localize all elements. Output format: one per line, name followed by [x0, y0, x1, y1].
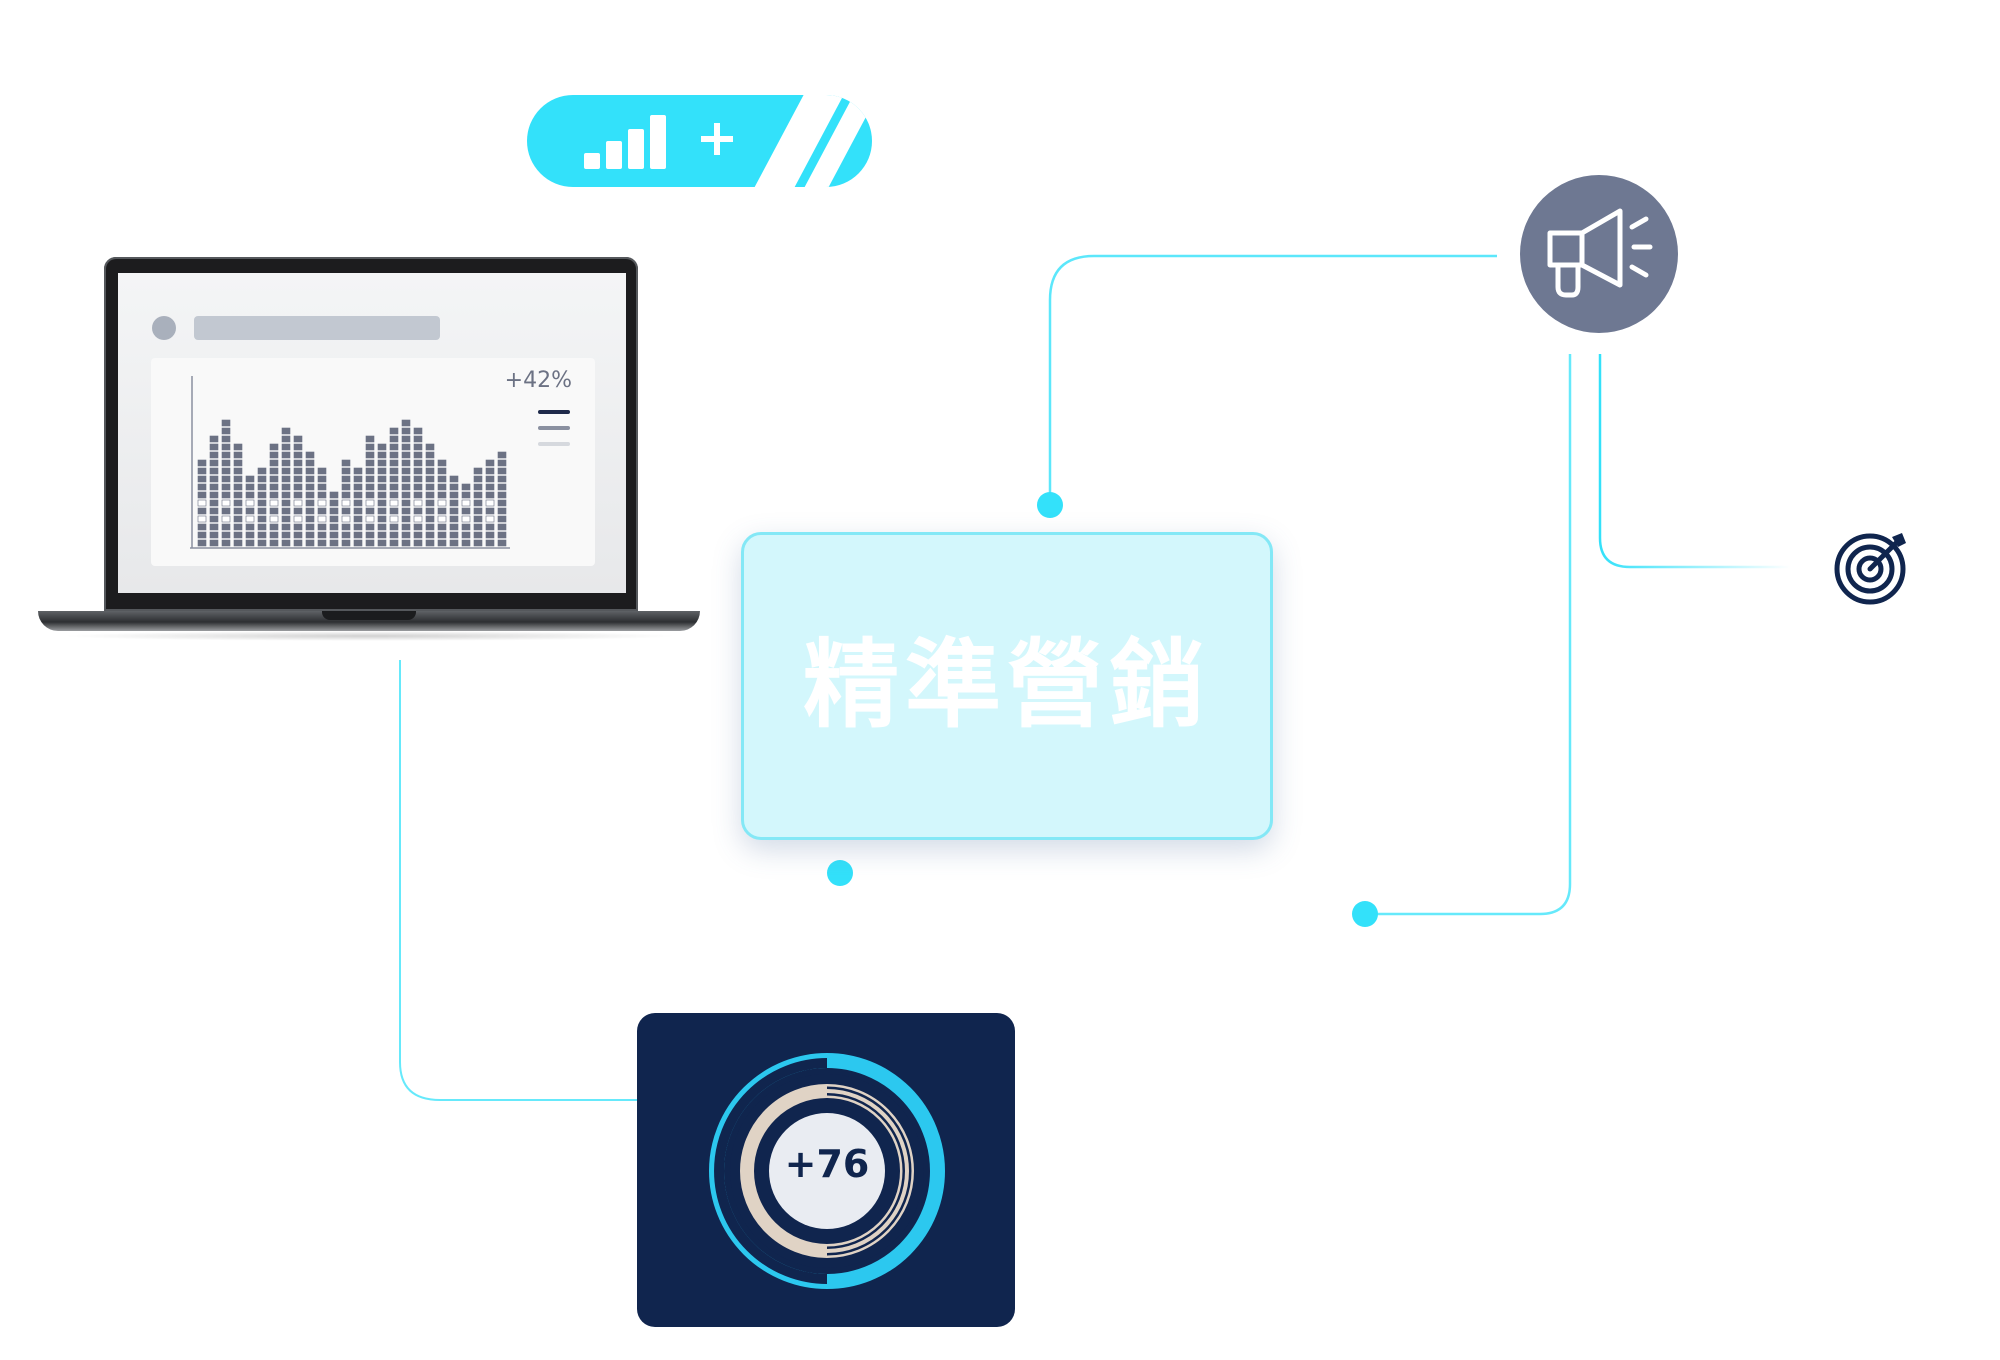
chart-bar [401, 419, 411, 547]
connector-laptop-score [399, 660, 640, 1101]
chart-bar [233, 443, 243, 547]
chart-bar [485, 459, 495, 547]
chart-bar [221, 419, 231, 547]
connector-top [1048, 254, 1497, 505]
chart-bar [245, 475, 255, 547]
chart-bar [305, 451, 315, 547]
chart-bar [377, 443, 387, 547]
bar-chart-icon [584, 115, 666, 169]
chart-bar [209, 435, 219, 547]
laptop-base [38, 611, 700, 631]
chart-bar [461, 483, 471, 547]
chart-bar [413, 427, 423, 547]
score-ring [709, 1053, 945, 1289]
chart-bar [281, 427, 291, 547]
screen-avatar [152, 316, 176, 340]
chart-bar [293, 435, 303, 547]
chart-bar [365, 435, 375, 547]
megaphone-icon [1547, 208, 1653, 298]
laptop-shadow [60, 631, 680, 641]
plus-icon [701, 123, 733, 155]
chart-bar [317, 467, 327, 547]
legend-line [538, 442, 570, 446]
target-icon [1834, 533, 1906, 605]
chart-bar [425, 443, 435, 547]
chart-bar [341, 459, 351, 547]
megaphone-badge [1520, 175, 1678, 333]
legend-line [538, 410, 570, 414]
laptop-bar-chart [190, 376, 510, 549]
legend-line [538, 426, 570, 430]
chart-bar [473, 467, 483, 547]
connector-dot-top [1037, 492, 1063, 518]
chart-bar [449, 475, 459, 547]
score-card [637, 1013, 1015, 1327]
connector-dot-bottom [827, 860, 853, 886]
chart-bar [389, 427, 399, 547]
score-value: +76 [784, 1142, 870, 1186]
chart-bar [257, 467, 267, 547]
connector-dot-right [1352, 901, 1378, 927]
center-title: 精準營銷 [803, 628, 1211, 741]
chart-change-label: +42% [504, 368, 572, 393]
chart-bar [329, 491, 339, 547]
chart-bar [497, 451, 507, 547]
chart-bar [437, 459, 447, 547]
stats-badge [527, 95, 872, 187]
chart-bar [269, 443, 279, 547]
precision-marketing-card: 精準營銷 [741, 532, 1273, 840]
connector-megaphone-target [1598, 354, 1790, 569]
laptop-notch [322, 611, 416, 620]
connector-right-down [1365, 354, 1572, 916]
chart-bar [353, 467, 363, 547]
chart-bar [197, 459, 207, 547]
screen-header-bar [194, 316, 440, 340]
